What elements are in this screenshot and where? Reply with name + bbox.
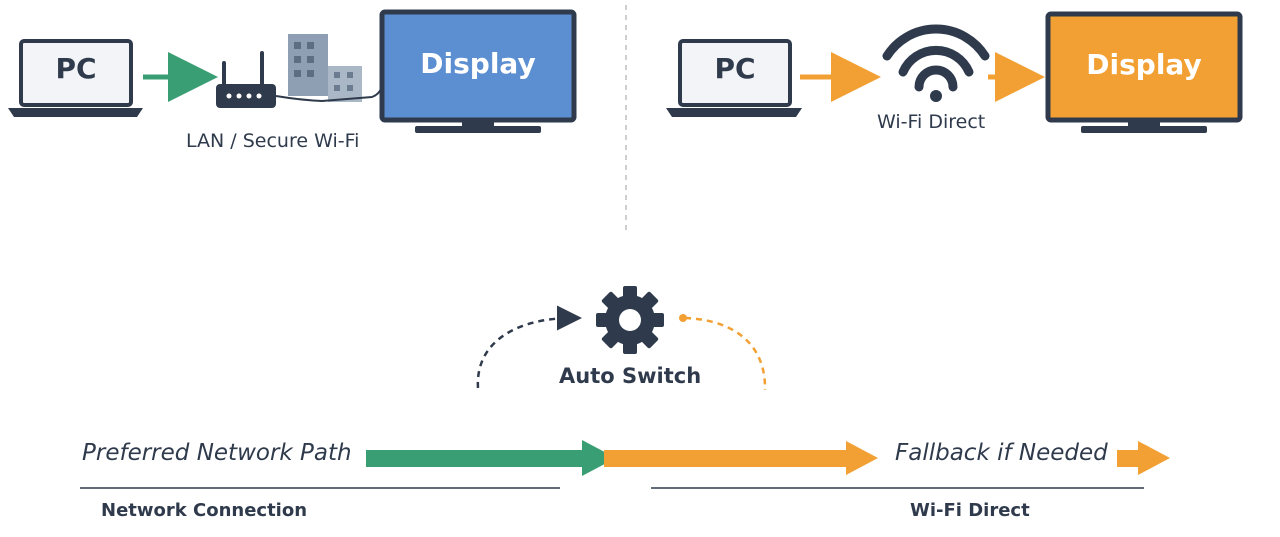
right-display-icon bbox=[1045, 11, 1243, 133]
left-connection-label: LAN / Secure Wi-Fi bbox=[186, 130, 360, 152]
wifi-direct-caption: Wi-Fi Direct bbox=[910, 500, 1030, 521]
fallback-path-bar bbox=[604, 450, 854, 467]
right-laptop-icon bbox=[666, 39, 802, 117]
network-connection-caption: Network Connection bbox=[101, 500, 308, 521]
building-icon bbox=[275, 34, 383, 103]
switch-right-dashed-arrow bbox=[684, 316, 767, 391]
fallback-path-arrowhead bbox=[846, 441, 878, 475]
fallback-label: Fallback if Needed bbox=[895, 440, 1108, 466]
left-display-label: Display bbox=[420, 47, 536, 80]
preferred-path-bar bbox=[366, 450, 590, 467]
router-icon bbox=[216, 51, 276, 108]
fallback-end-bar bbox=[1117, 450, 1143, 467]
left-display-icon bbox=[379, 9, 577, 133]
preferred-path-arrowhead bbox=[582, 440, 616, 476]
auto-switch-label: Auto Switch bbox=[559, 364, 702, 388]
switch-right-dot bbox=[679, 314, 687, 322]
preferred-path-label: Preferred Network Path bbox=[82, 440, 352, 466]
fallback-end-arrowhead bbox=[1138, 441, 1170, 475]
gear-icon bbox=[596, 286, 664, 354]
wifi-icon bbox=[882, 24, 990, 102]
right-pc-label: PC bbox=[714, 52, 756, 85]
switch-left-dashed-arrow bbox=[476, 305, 582, 389]
left-pc-label: PC bbox=[55, 52, 97, 85]
right-connection-label: Wi-Fi Direct bbox=[877, 111, 986, 133]
right-display-label: Display bbox=[1086, 48, 1202, 81]
left-laptop-icon bbox=[8, 39, 143, 117]
